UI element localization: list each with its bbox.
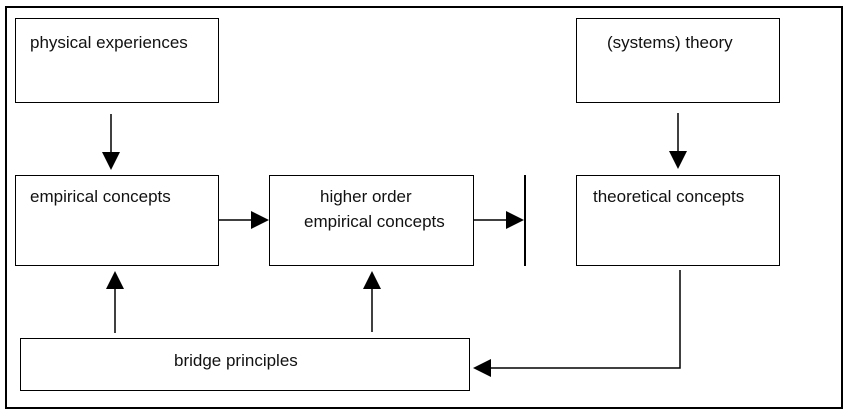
theoretical-concepts-box: theoretical concepts bbox=[576, 175, 780, 266]
arrow-empirical-to-higher bbox=[219, 211, 269, 229]
physical-experiences-box: physical experiences bbox=[15, 18, 219, 103]
systems-theory-box: (systems) theory bbox=[576, 18, 780, 103]
arrow-bridge-to-empirical bbox=[106, 271, 124, 333]
diagram-frame bbox=[5, 6, 843, 409]
higher-order-label-line1: higher order bbox=[320, 187, 412, 206]
arrow-theory-to-theoretical bbox=[669, 113, 687, 169]
empirical-concepts-label: empirical concepts bbox=[30, 187, 171, 206]
empirical-concepts-box: empirical concepts bbox=[15, 175, 219, 266]
higher-order-label-line2: empirical concepts bbox=[304, 212, 445, 231]
arrow-physical-to-empirical bbox=[102, 114, 120, 170]
bridge-principles-label: bridge principles bbox=[174, 351, 298, 370]
theoretical-concepts-label: theoretical concepts bbox=[593, 187, 745, 206]
higher-order-empirical-concepts-box: higher order empirical concepts bbox=[269, 175, 474, 266]
arrow-bridge-to-higher bbox=[363, 271, 381, 332]
physical-experiences-label: physical experiences bbox=[30, 33, 188, 52]
arrow-theoretical-to-bridge bbox=[473, 270, 681, 377]
bridge-principles-box: bridge principles bbox=[20, 338, 470, 391]
arrow-higher-to-barrier bbox=[474, 211, 524, 229]
systems-theory-label: (systems) theory bbox=[607, 33, 733, 52]
